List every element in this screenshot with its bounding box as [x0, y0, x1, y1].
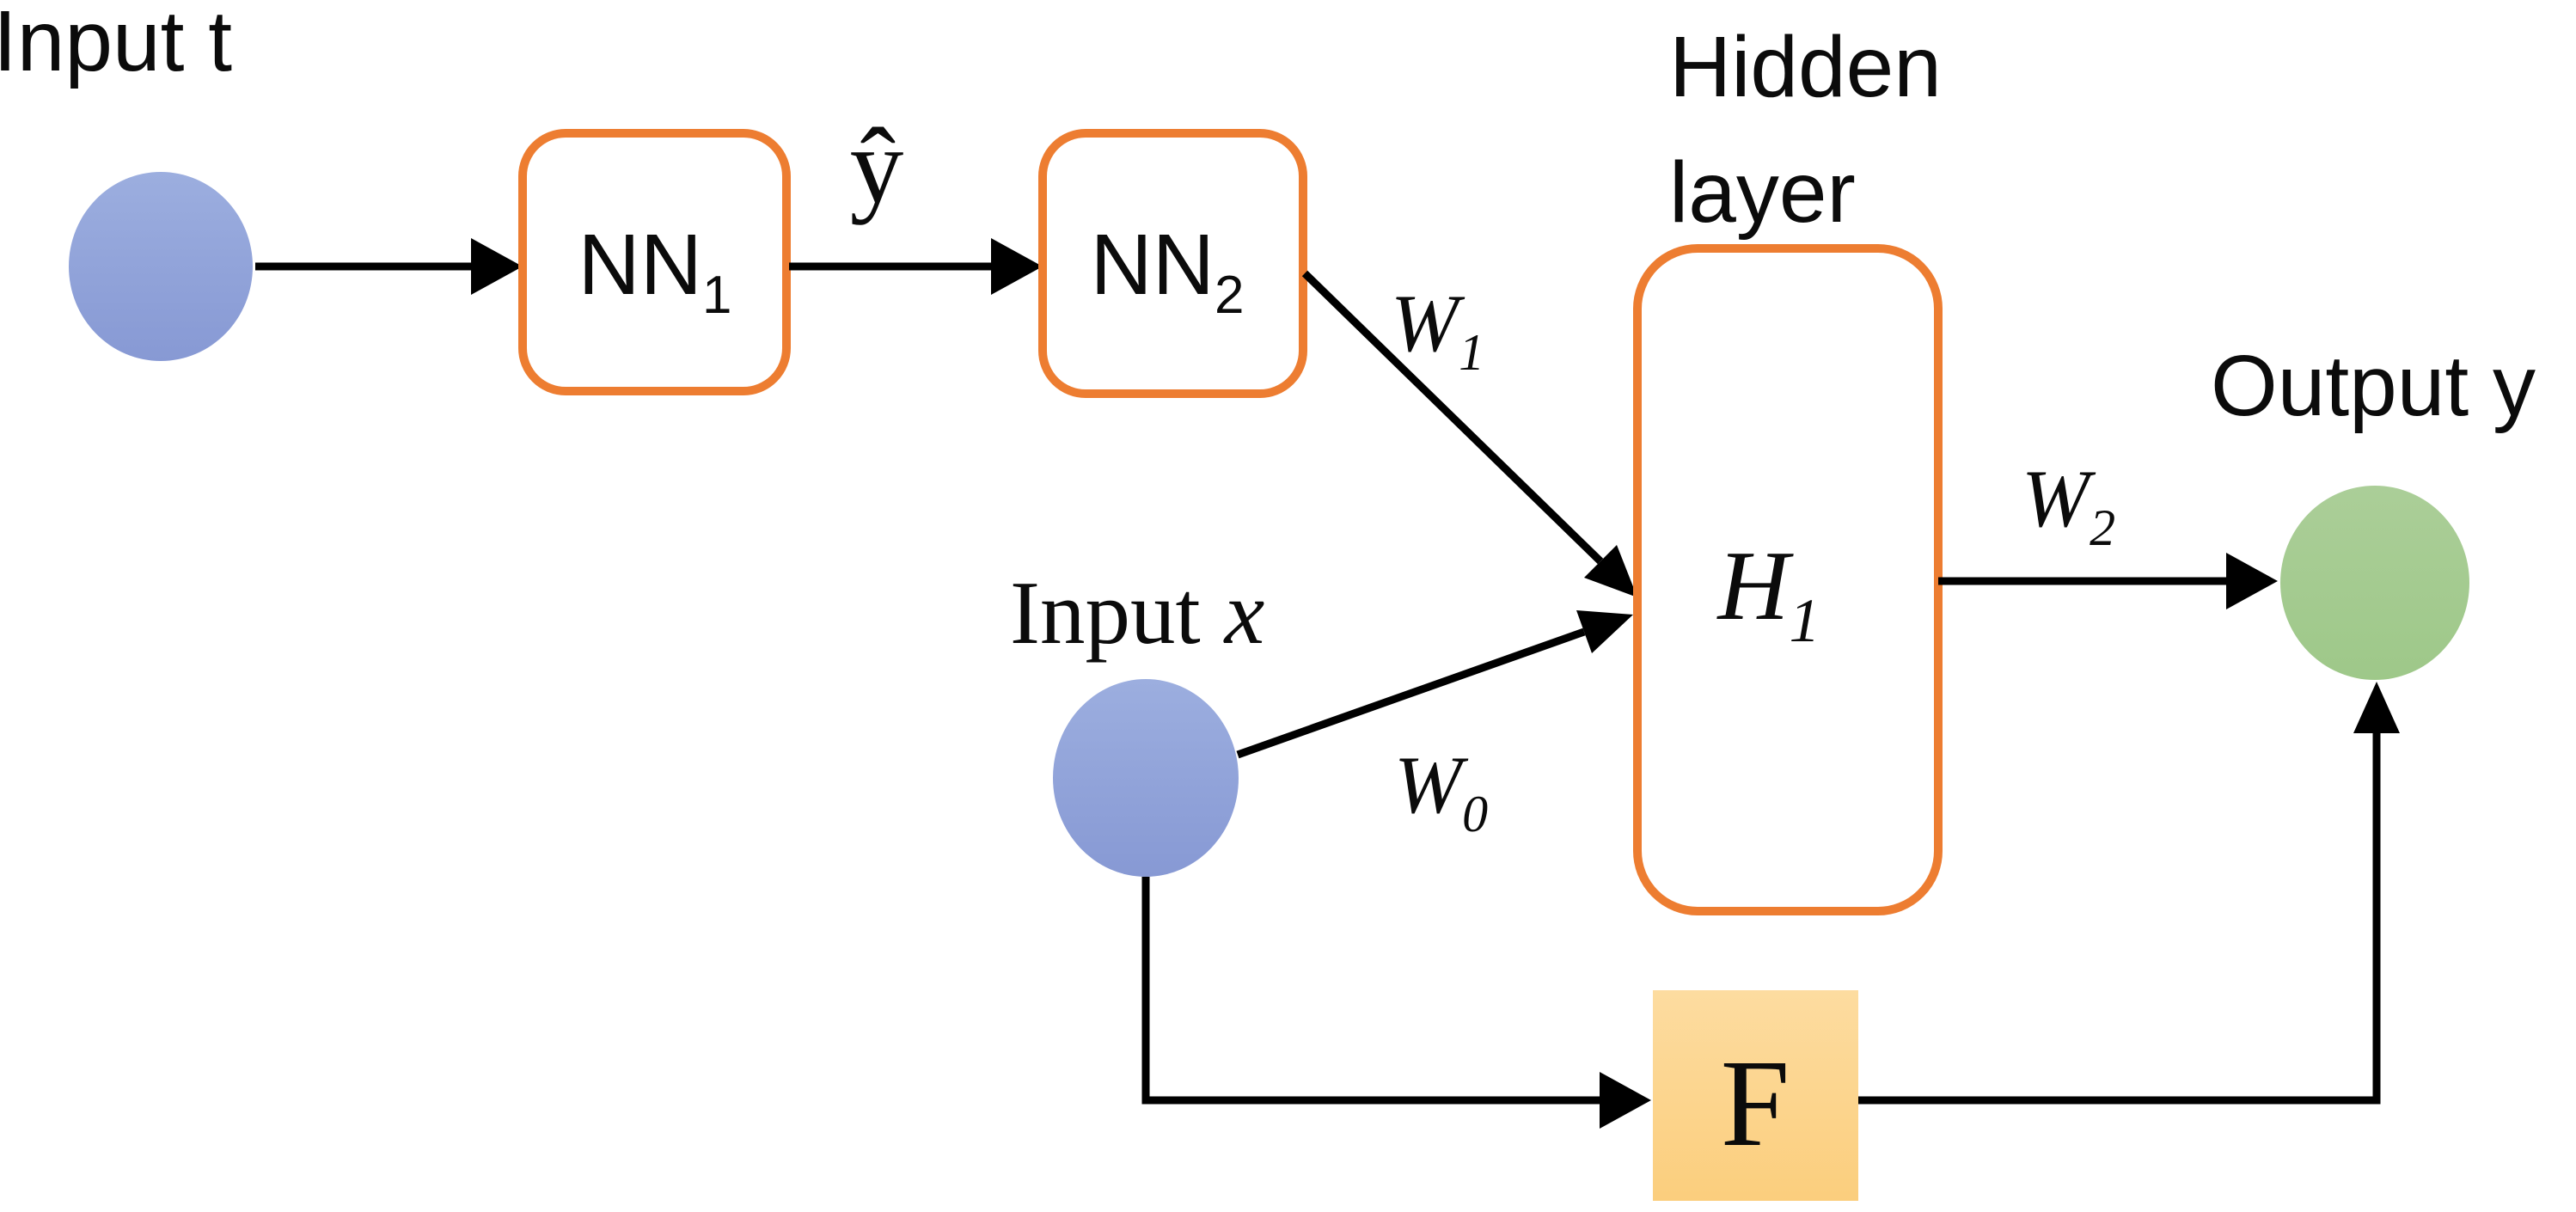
w2-label-sub: 2: [2090, 499, 2115, 556]
output-y-node: [2280, 486, 2469, 680]
x-to-f-arrowhead-icon: [1600, 1072, 1651, 1129]
h1-label-sub: 1: [1790, 586, 1820, 655]
w0-label-sub: 0: [1462, 786, 1488, 842]
y-hat-label: ŷ: [850, 107, 904, 226]
nn1-label-base: NN: [578, 217, 702, 313]
nn1-label-sub: 1: [702, 266, 731, 325]
f-to-output-arrowhead-icon: [2353, 682, 2400, 733]
w0-label: W0: [1394, 739, 1488, 842]
w2-label-base: W: [2022, 453, 2096, 544]
w2-arrowhead-icon: [2226, 553, 2278, 609]
nn2-label-base: NN: [1091, 217, 1215, 313]
w1-label-sub: 1: [1459, 324, 1484, 381]
f-to-output-line: [1858, 731, 2381, 1105]
input-x-node: [1053, 679, 1239, 877]
nn2-box: [1038, 129, 1307, 398]
hidden-layer-title-line2: layer: [1669, 144, 1856, 241]
nn1-to-nn2-arrowhead-icon: [991, 238, 1043, 295]
nn2-label-sub: 2: [1215, 266, 1244, 325]
input-t-node: [69, 172, 253, 361]
input-x-label-word: Input: [1010, 562, 1201, 663]
nn2-label: NN2: [1091, 217, 1245, 325]
nn1-box: [518, 129, 791, 395]
f-box: [1653, 990, 1858, 1201]
w1-label: W1: [1391, 278, 1484, 381]
x-to-f-line: [1141, 877, 1604, 1105]
input-t-to-nn1-arrowhead-icon: [471, 238, 523, 295]
input-x-label-var: x: [1223, 562, 1265, 663]
output-y-label: Output y: [2211, 338, 2536, 434]
nn1-label: NN1: [578, 217, 732, 325]
h1-label-base: H: [1716, 531, 1794, 640]
w2-label: W2: [2022, 453, 2115, 556]
f-label: F: [1721, 1035, 1790, 1172]
w0-label-base: W: [1394, 739, 1469, 830]
hidden-layer-title-line1: Hidden: [1669, 19, 1942, 115]
h1-label: H1: [1716, 531, 1820, 655]
w1-arrowhead-icon: [1584, 545, 1637, 597]
w1-label-base: W: [1391, 278, 1465, 369]
w0-arrowhead-icon: [1576, 610, 1633, 653]
w1-arrow: [1301, 270, 1604, 565]
w0-arrow: [1236, 627, 1586, 759]
input-t-label: Input t: [0, 0, 232, 89]
